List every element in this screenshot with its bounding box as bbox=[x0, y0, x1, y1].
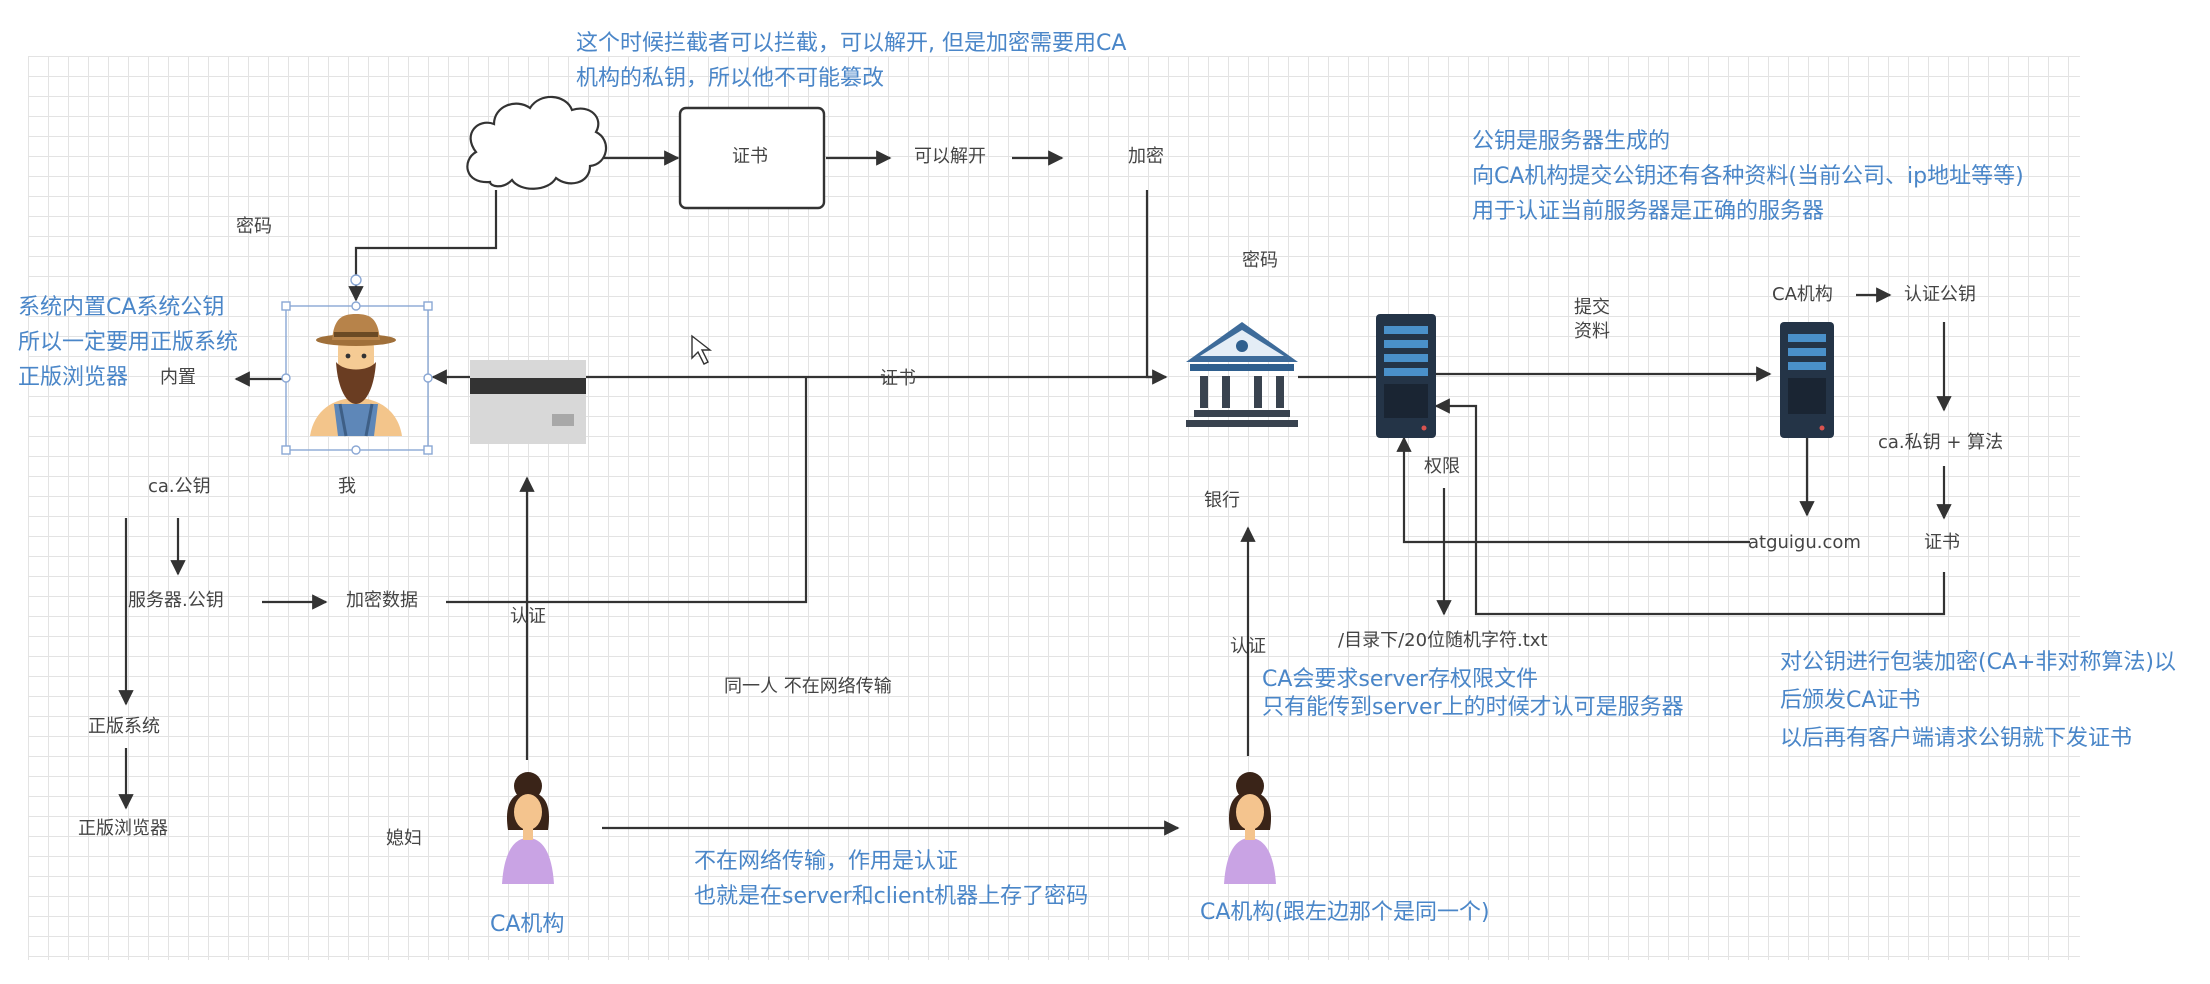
farmer-avatar-icon bbox=[310, 314, 402, 437]
ca-left-label: CA机构 bbox=[490, 912, 565, 937]
cert-line-label: 证书 bbox=[880, 368, 916, 389]
line-cert-to-server bbox=[1434, 398, 1946, 616]
right-note: 对公钥进行包装加密(CA+非对称算法)以 后颁发CA证书 以后再有客户端请求公钥… bbox=[1780, 644, 2176, 758]
line-cloud-to-me bbox=[348, 190, 498, 302]
line-encrypt-to-bank bbox=[1145, 190, 1168, 385]
ca-require-line: 只有能传到server上的时候才认可是服务器 bbox=[1262, 695, 1684, 720]
auth-mid-label: 认证 bbox=[510, 606, 546, 627]
server-note-line: 公钥是服务器生成的 bbox=[1472, 129, 1671, 154]
encrypt-label: 加密 bbox=[1128, 146, 1164, 167]
selection-frame bbox=[281, 274, 433, 455]
ca-org-top-label: CA机构 bbox=[1772, 284, 1833, 305]
file-path-label: /目录下/20位随机字符.txt bbox=[1338, 630, 1548, 651]
server-note-line: 向CA机构提交公钥还有各种资料(当前公司、ip地址等等) bbox=[1472, 164, 2024, 189]
bank-label: 银行 bbox=[1204, 490, 1240, 511]
ca-require-line: CA会要求server存权限文件 bbox=[1262, 667, 1539, 692]
line-domain-to-server bbox=[1396, 436, 1750, 544]
submit-info-line: 提交 bbox=[1574, 297, 1610, 318]
left-note: 系统内置CA系统公钥 所以一定要用正版系统 正版浏览器 bbox=[18, 290, 238, 395]
line-encrypted-data bbox=[446, 377, 808, 604]
top-note-line: 这个时候拦截者可以拦截，可以解开, 但是加密需要用CA bbox=[576, 31, 1127, 56]
ca-require-note: CA会要求server存权限文件 只有能传到server上的时候才认可是服务器 bbox=[1262, 666, 1684, 722]
server-rack-icon bbox=[1376, 314, 1436, 438]
mouse-cursor-icon bbox=[691, 334, 713, 365]
genuine-browser-label: 正版浏览器 bbox=[78, 818, 168, 839]
cert-right-label: 证书 bbox=[1924, 532, 1960, 553]
server-rack-icon bbox=[1780, 322, 1834, 438]
cert-box bbox=[678, 106, 826, 210]
no-network-note: 不在网络传输，作用是认证 也就是在server和client机器上存了密码 bbox=[694, 844, 1088, 914]
auth-right-label: 认证 bbox=[1230, 636, 1266, 657]
woman-avatar-icon bbox=[1224, 772, 1276, 884]
left-note-line: 正版浏览器 bbox=[18, 365, 129, 390]
no-network-line: 也就是在server和client机器上存了密码 bbox=[694, 884, 1089, 909]
same-person-label: 同一人 不在网络传输 bbox=[724, 676, 892, 697]
right-note-line: 对公钥进行包装加密(CA+非对称算法)以 bbox=[1780, 650, 2177, 675]
verify-pubkey-label: 认证公钥 bbox=[1904, 284, 1976, 305]
server-pubkey-label: 服务器.公钥 bbox=[128, 590, 224, 611]
permission-label: 权限 bbox=[1424, 456, 1460, 477]
password-bank-label: 密码 bbox=[1242, 250, 1278, 271]
ca-right-label: CA机构(跟左边那个是同一个) bbox=[1200, 900, 1490, 925]
grid-background bbox=[28, 56, 2080, 960]
genuine-system-label: 正版系统 bbox=[88, 716, 160, 737]
me-label: 我 bbox=[338, 476, 356, 497]
encrypted-data-label: 加密数据 bbox=[346, 590, 418, 611]
left-note-line: 所以一定要用正版系统 bbox=[18, 330, 239, 355]
server-note-line: 用于认证当前服务器是正确的服务器 bbox=[1472, 199, 1825, 224]
domain-label: atguigu.com bbox=[1748, 532, 1861, 553]
submit-info-line: 资料 bbox=[1574, 321, 1610, 342]
no-network-line: 不在网络传输，作用是认证 bbox=[694, 849, 959, 874]
left-note-line: 系统内置CA系统公钥 bbox=[18, 295, 225, 320]
woman-avatar-icon bbox=[502, 772, 554, 884]
cert-box-label: 证书 bbox=[732, 146, 768, 167]
server-note: 公钥是服务器生成的 向CA机构提交公钥还有各种资料(当前公司、ip地址等等) 用… bbox=[1472, 124, 2024, 229]
ca-pubkey-label: ca.公钥 bbox=[148, 476, 211, 497]
wife-label: 媳妇 bbox=[386, 828, 422, 849]
top-note-line: 机构的私钥，所以他不可能篡改 bbox=[576, 66, 885, 91]
ca-private-algo-label: ca.私钥 + 算法 bbox=[1878, 432, 2004, 453]
cloud-icon bbox=[466, 95, 607, 190]
credit-card-icon bbox=[470, 360, 586, 444]
bank-building-icon bbox=[1186, 322, 1298, 427]
right-note-line: 后颁发CA证书 bbox=[1780, 688, 1921, 713]
can-decrypt-label: 可以解开 bbox=[914, 146, 986, 167]
builtin-label: 内置 bbox=[160, 367, 196, 388]
top-note: 这个时候拦截者可以拦截，可以解开, 但是加密需要用CA 机构的私钥，所以他不可能… bbox=[576, 26, 1126, 96]
password-left-label: 密码 bbox=[236, 216, 272, 237]
submit-info-label: 提交 资料 bbox=[1574, 296, 1610, 344]
right-note-line: 以后再有客户端请求公钥就下发证书 bbox=[1780, 726, 2133, 751]
